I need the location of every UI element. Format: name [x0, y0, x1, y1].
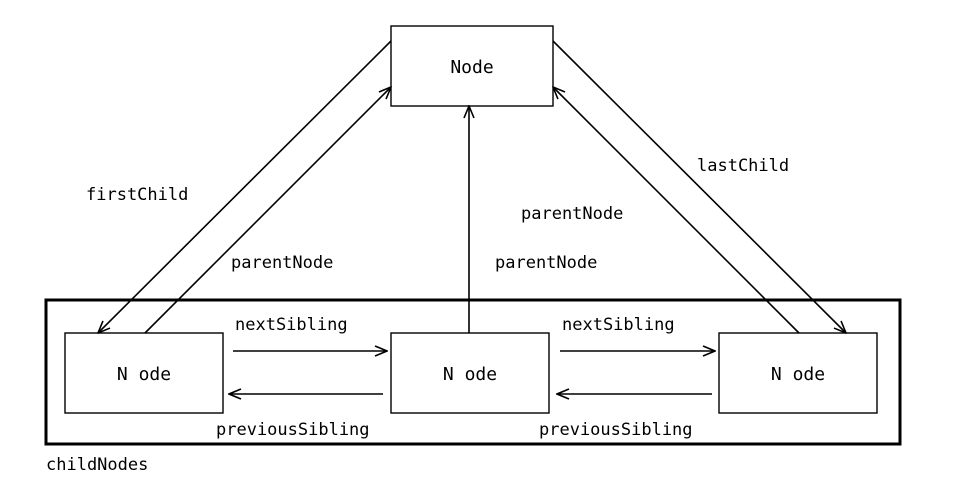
first-child-label: firstChild [86, 185, 188, 205]
parent-node-arrow-right [553, 87, 800, 334]
child-node-box-middle [390, 332, 550, 414]
last-child-label: lastChild [697, 156, 789, 176]
child-node-label-left: N ode [117, 364, 171, 385]
parent-node-label-left: parentNode [231, 253, 333, 273]
child-node-label-middle: N ode [443, 364, 497, 385]
child-nodes-container [44, 298, 902, 446]
parent-node-arrow-left [144, 87, 391, 334]
previous-sibling-label-2: previousSibling [539, 420, 693, 440]
child-node-box-right [718, 332, 878, 414]
child-node-label-right: N ode [771, 364, 825, 385]
child-node-box-left [64, 332, 224, 414]
parent-node-label: Node [450, 57, 493, 78]
last-child-arrow [552, 40, 846, 333]
parent-node-label-middle: parentNode [495, 253, 597, 273]
child-nodes-label: childNodes [46, 455, 148, 475]
next-sibling-label-1: nextSibling [235, 315, 348, 335]
previous-sibling-label-1: previousSibling [216, 420, 370, 440]
parent-node-label-right: parentNode [521, 204, 623, 224]
next-sibling-label-2: nextSibling [562, 315, 675, 335]
first-child-arrow [98, 40, 392, 333]
